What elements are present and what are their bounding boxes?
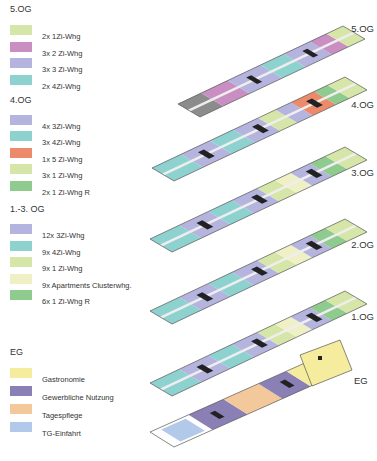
- legend-item: 12x 3Zi-Whg: [10, 224, 53, 234]
- legend-text: 3x 4Zi-Whg: [42, 138, 80, 147]
- legend-item: 9x 1 Zi-Whg: [10, 257, 50, 267]
- legend-swatch: [10, 257, 32, 267]
- legend-text: Gewerbliche Nutzung: [42, 393, 114, 402]
- legend-text: 2x 1Zi-Whg: [42, 32, 80, 41]
- legend-swatch: [10, 386, 32, 396]
- legend-text: 1x 5 Zi-Whg: [42, 155, 82, 164]
- legend-heading: EG: [10, 347, 23, 357]
- legend-item: 3x 3 Zi-Whg: [10, 58, 50, 68]
- legend-text: 2x 4Zi-Whg: [42, 82, 80, 91]
- legend-swatch: [10, 181, 32, 191]
- legend-swatch: [10, 368, 32, 378]
- legend-swatch: [10, 164, 32, 174]
- legend-swatch: [10, 115, 32, 125]
- legend-item: TG-Einfahrt: [10, 422, 49, 432]
- legend-swatch: [10, 290, 32, 300]
- floor-label: 5.OG: [351, 24, 374, 34]
- legend-swatch: [10, 241, 32, 251]
- legend-swatch: [10, 148, 32, 158]
- legend-item: 9x 4Zi-Whg: [10, 241, 48, 251]
- legend-text: 3x 3 Zi-Whg: [42, 65, 82, 74]
- legend-text: 9x 1 Zi-Whg: [42, 264, 82, 273]
- legend-heading: 1.-3. OG: [10, 204, 45, 214]
- legend-swatch: [10, 58, 32, 68]
- legend-text: Tagespflege: [42, 411, 82, 420]
- legend-swatch: [10, 25, 32, 35]
- legend-swatch: [10, 131, 32, 141]
- legend-heading: 5.OG: [10, 4, 32, 14]
- floor-label: 1.OG: [351, 312, 374, 322]
- legend-item: 3x 4Zi-Whg: [10, 131, 48, 141]
- legend-text: 3x 2 Zi-Whg: [42, 49, 82, 58]
- legend-item: Gewerbliche Nutzung: [10, 386, 82, 396]
- legend-item: 2x 1Zi-Whg: [10, 25, 48, 35]
- legend-text: 2x 1 Zi-Whg R: [42, 188, 90, 197]
- floor-label: 2.OG: [351, 240, 374, 250]
- floor-label: 3.OG: [351, 168, 374, 178]
- legend-item: 4x 3Zi-Whg: [10, 115, 48, 125]
- legend-item: 9x Apartments Clusterwhg.: [10, 274, 100, 284]
- legend-swatch: [10, 274, 32, 284]
- floor-label: EG: [354, 376, 368, 386]
- legend-item: 6x 1 Zi-Whg R: [10, 290, 58, 300]
- legend-text: TG-Einfahrt: [42, 429, 81, 438]
- legend-swatch: [10, 422, 32, 432]
- legend-text: 6x 1 Zi-Whg R: [42, 297, 90, 306]
- legend-item: 2x 1 Zi-Whg R: [10, 181, 58, 191]
- legend-text: 9x 4Zi-Whg: [42, 248, 80, 257]
- legend-item: Tagespflege: [10, 404, 50, 414]
- legend-item: 3x 1 Zi-Whg: [10, 164, 50, 174]
- legend-item: 3x 2 Zi-Whg: [10, 42, 50, 52]
- legend-text: Gastronomie: [42, 375, 85, 384]
- legend-text: 3x 1 Zi-Whg: [42, 171, 82, 180]
- legend-swatch: [10, 42, 32, 52]
- legend-text: 4x 3Zi-Whg: [42, 122, 80, 131]
- legend-item: Gastronomie: [10, 368, 53, 378]
- legend-text: 9x Apartments Clusterwhg.: [42, 281, 132, 290]
- legend-heading: 4.OG: [10, 95, 32, 105]
- legend-item: 1x 5 Zi-Whg: [10, 148, 50, 158]
- floor-label: 4.OG: [351, 100, 374, 110]
- legend-swatch: [10, 224, 32, 234]
- legend-item: 2x 4Zi-Whg: [10, 75, 48, 85]
- legend-swatch: [10, 75, 32, 85]
- legend-text: 12x 3Zi-Whg: [42, 231, 85, 240]
- legend-swatch: [10, 404, 32, 414]
